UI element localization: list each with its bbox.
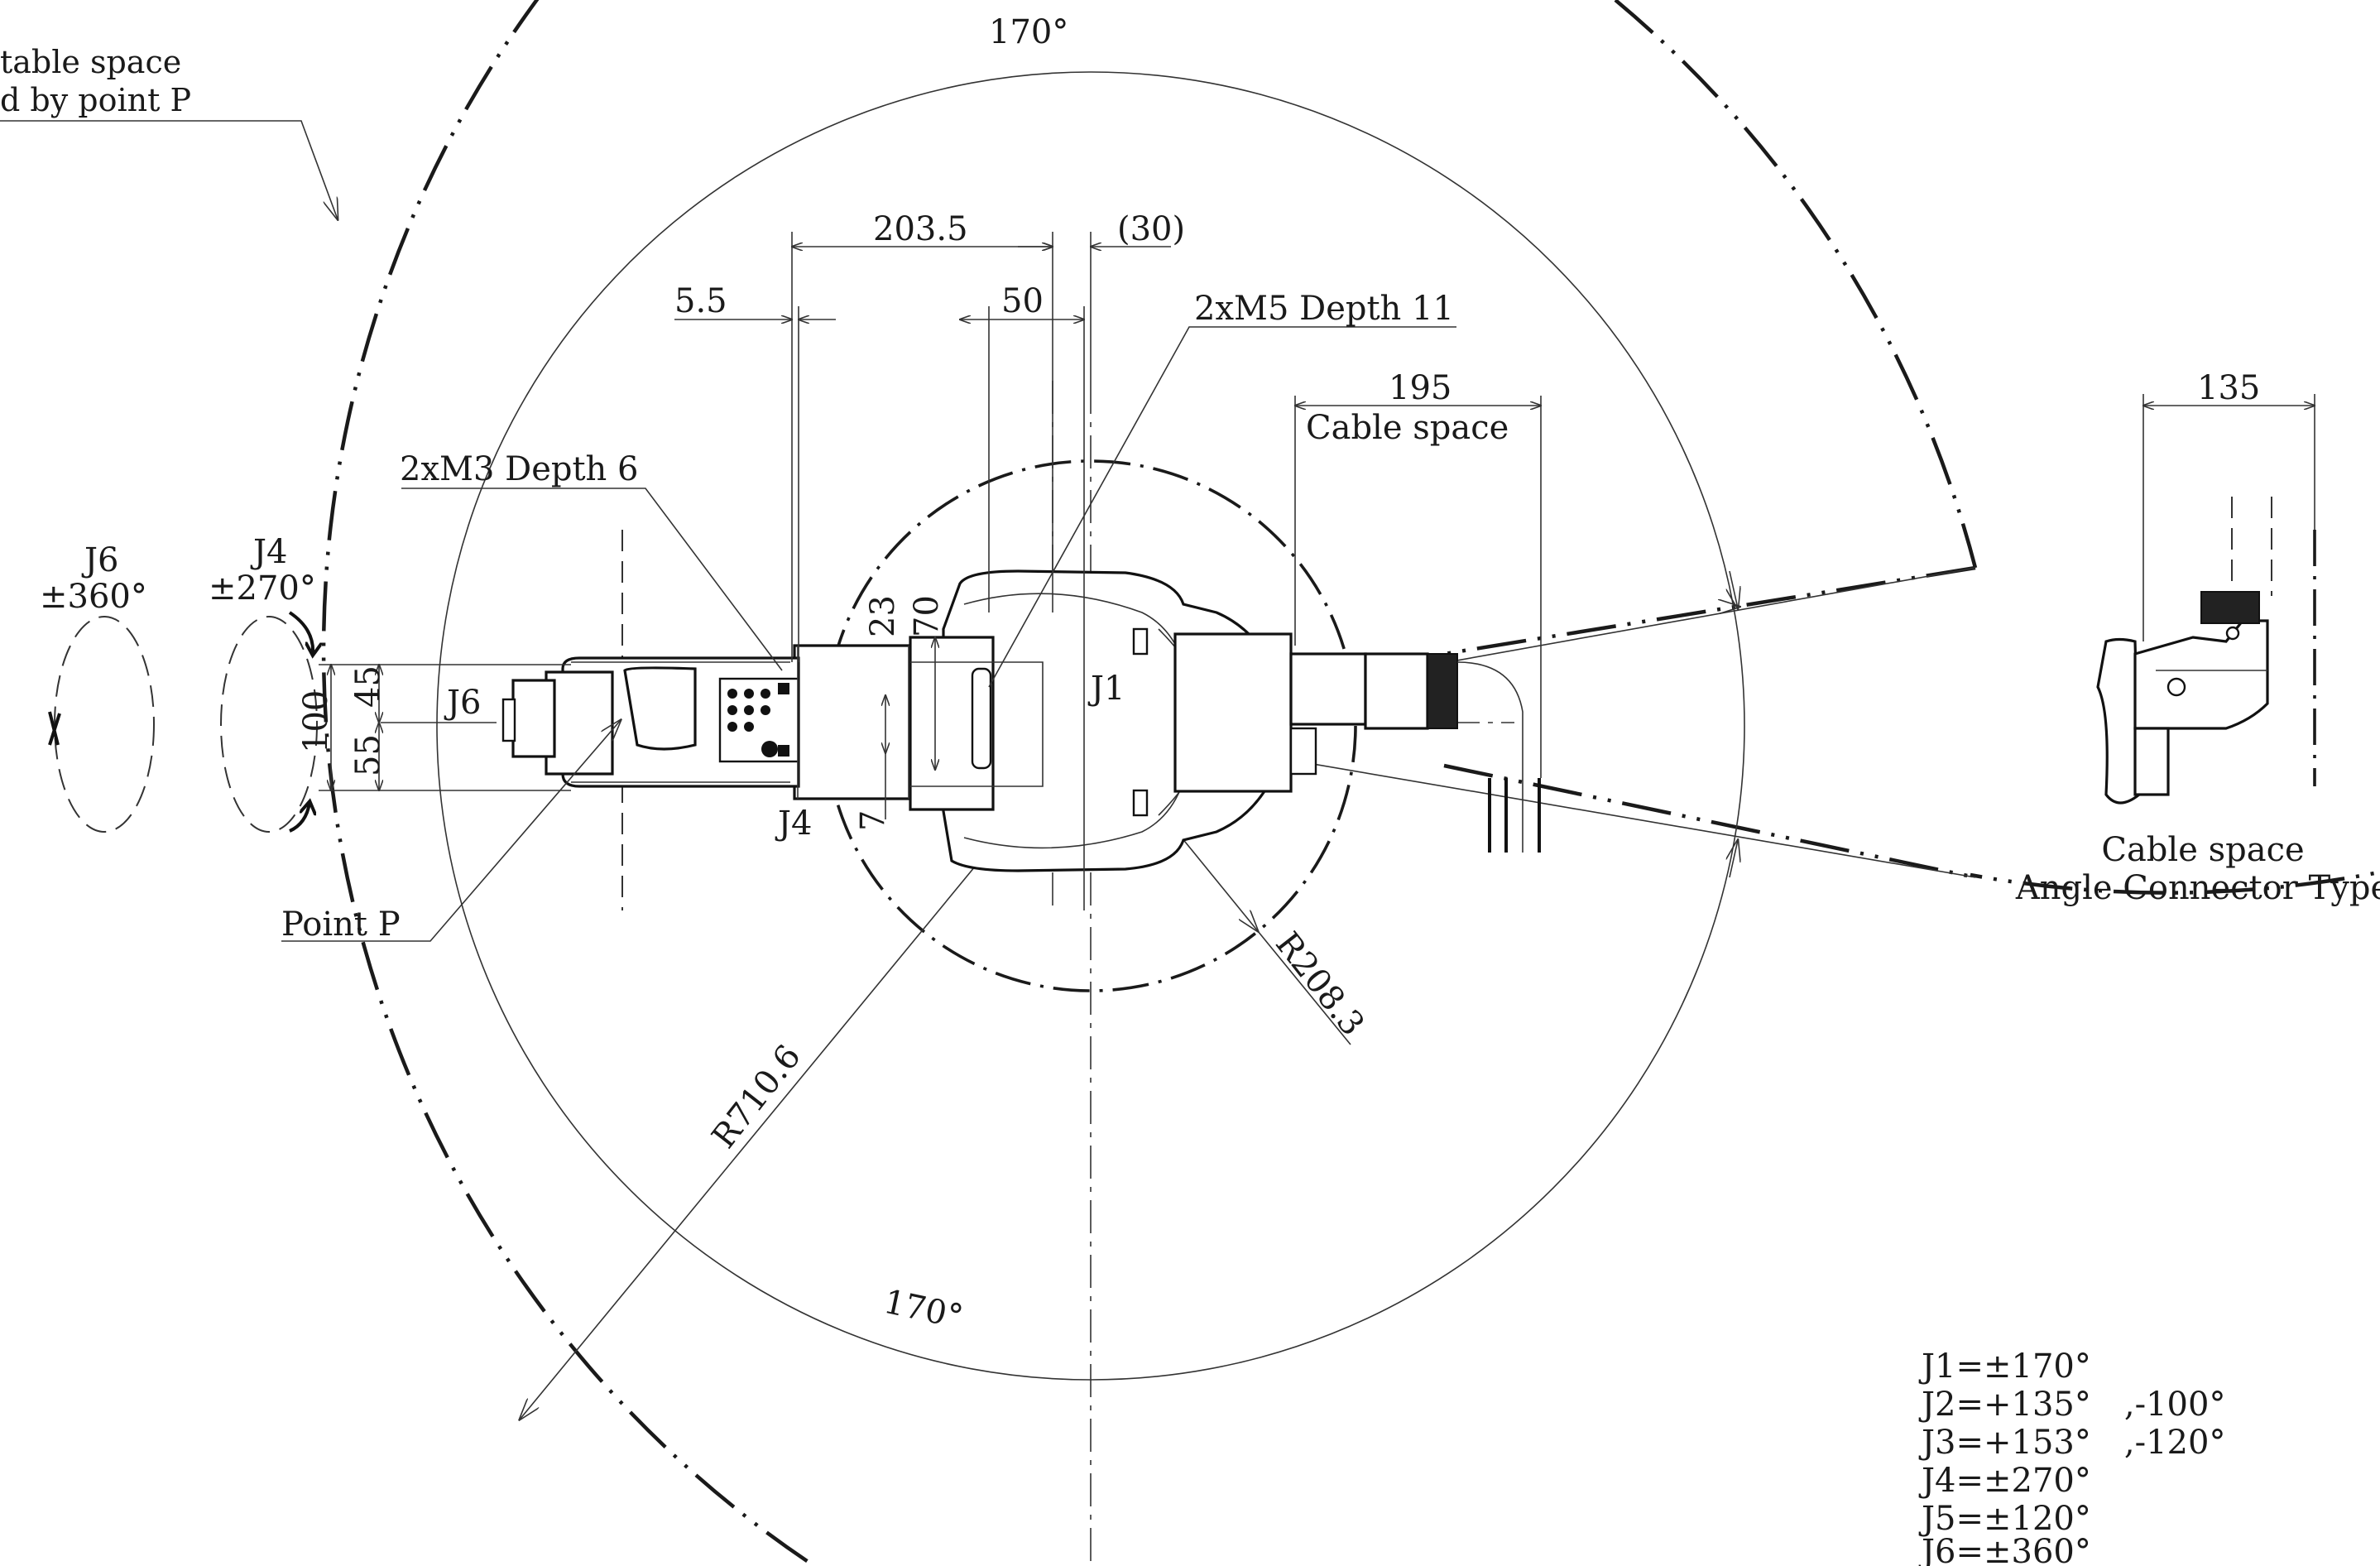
dim-5-5-label: 5.5 <box>674 282 727 320</box>
j6-rotation-range: ±360° <box>40 578 147 616</box>
cable-space-angle-label-1: Cable space <box>2101 831 2304 869</box>
cable-space-angle-label-2: Angle Connector Type <box>2015 869 2380 907</box>
joint-range-j4: J4=±270° <box>1918 1462 2091 1500</box>
dim-203-label: 203.5 <box>873 210 968 248</box>
r208-label: R208.3 <box>1268 925 1371 1043</box>
dim-45-label: 45 <box>349 665 387 708</box>
angle-label-bottom: 170° <box>881 1283 967 1337</box>
r208-circle <box>824 459 1357 992</box>
angle-connector-view <box>2096 394 2316 805</box>
r208-leader-ext <box>1257 930 1351 1045</box>
reachable-leader <box>0 120 338 219</box>
j4-axis-label: J4 <box>775 805 812 843</box>
robot-top-view <box>501 569 1541 872</box>
m3-depth-label: 2xM3 Depth 6 <box>400 450 638 488</box>
reachable-space-boundary-left <box>321 0 818 1566</box>
arrow-upper <box>1730 570 1738 608</box>
dim-23-label: 23 <box>864 595 902 637</box>
joint-range-j1: J1=±170° <box>1918 1347 2091 1386</box>
dim-70-label: 70 <box>908 595 946 637</box>
arrow-lower <box>1730 840 1738 878</box>
j4-rotation-label: J4 <box>250 533 287 571</box>
dim-7-label: 7 <box>854 810 892 831</box>
j4-rotation-ellipse <box>220 616 318 833</box>
point-p-label: Point P <box>281 905 401 944</box>
angle-label-top: 170° <box>989 13 1068 51</box>
point-p-leader <box>281 720 621 942</box>
dim-100-label: 100 <box>297 690 335 753</box>
reachable-space-boundary-top <box>1614 0 1978 569</box>
cable-space-label: Cable space <box>1306 409 1509 447</box>
joint-range-j6: J6=±360° <box>1918 1533 2091 1566</box>
m5-depth-label: 2xM5 Depth 11 <box>1194 290 1454 328</box>
reachable-space-label-1: table space <box>0 44 181 80</box>
r710-label: R710.6 <box>705 1038 809 1155</box>
dim-55-label: 55 <box>349 734 387 776</box>
joint-range-table: J1=±170° J2=+135° ,-100° J3=+153° ,-120°… <box>1918 1347 2225 1566</box>
j6-axis-label: J6 <box>444 684 481 722</box>
j6-rotation-label: J6 <box>81 541 118 579</box>
m5-leader <box>988 326 1456 688</box>
joint-range-j2: J2=+135° ,-100° <box>1918 1386 2225 1424</box>
j6-rotation-ellipse <box>54 616 155 833</box>
m3-leader <box>401 488 783 671</box>
j4-rotation-range: ±270° <box>209 569 316 608</box>
j1-axis-label: J1 <box>1087 670 1125 708</box>
joint-range-j3: J3=+153° ,-120° <box>1918 1424 2225 1462</box>
reachable-space-label-2: d by point P <box>0 82 191 118</box>
dim-50-label: 50 <box>1001 282 1044 320</box>
dim-195-label: 195 <box>1389 369 1452 407</box>
dim-30-label: (30) <box>1117 210 1185 248</box>
joint-range-j5: J5=±120° <box>1918 1500 2091 1538</box>
dim-135-label: 135 <box>2197 369 2260 407</box>
